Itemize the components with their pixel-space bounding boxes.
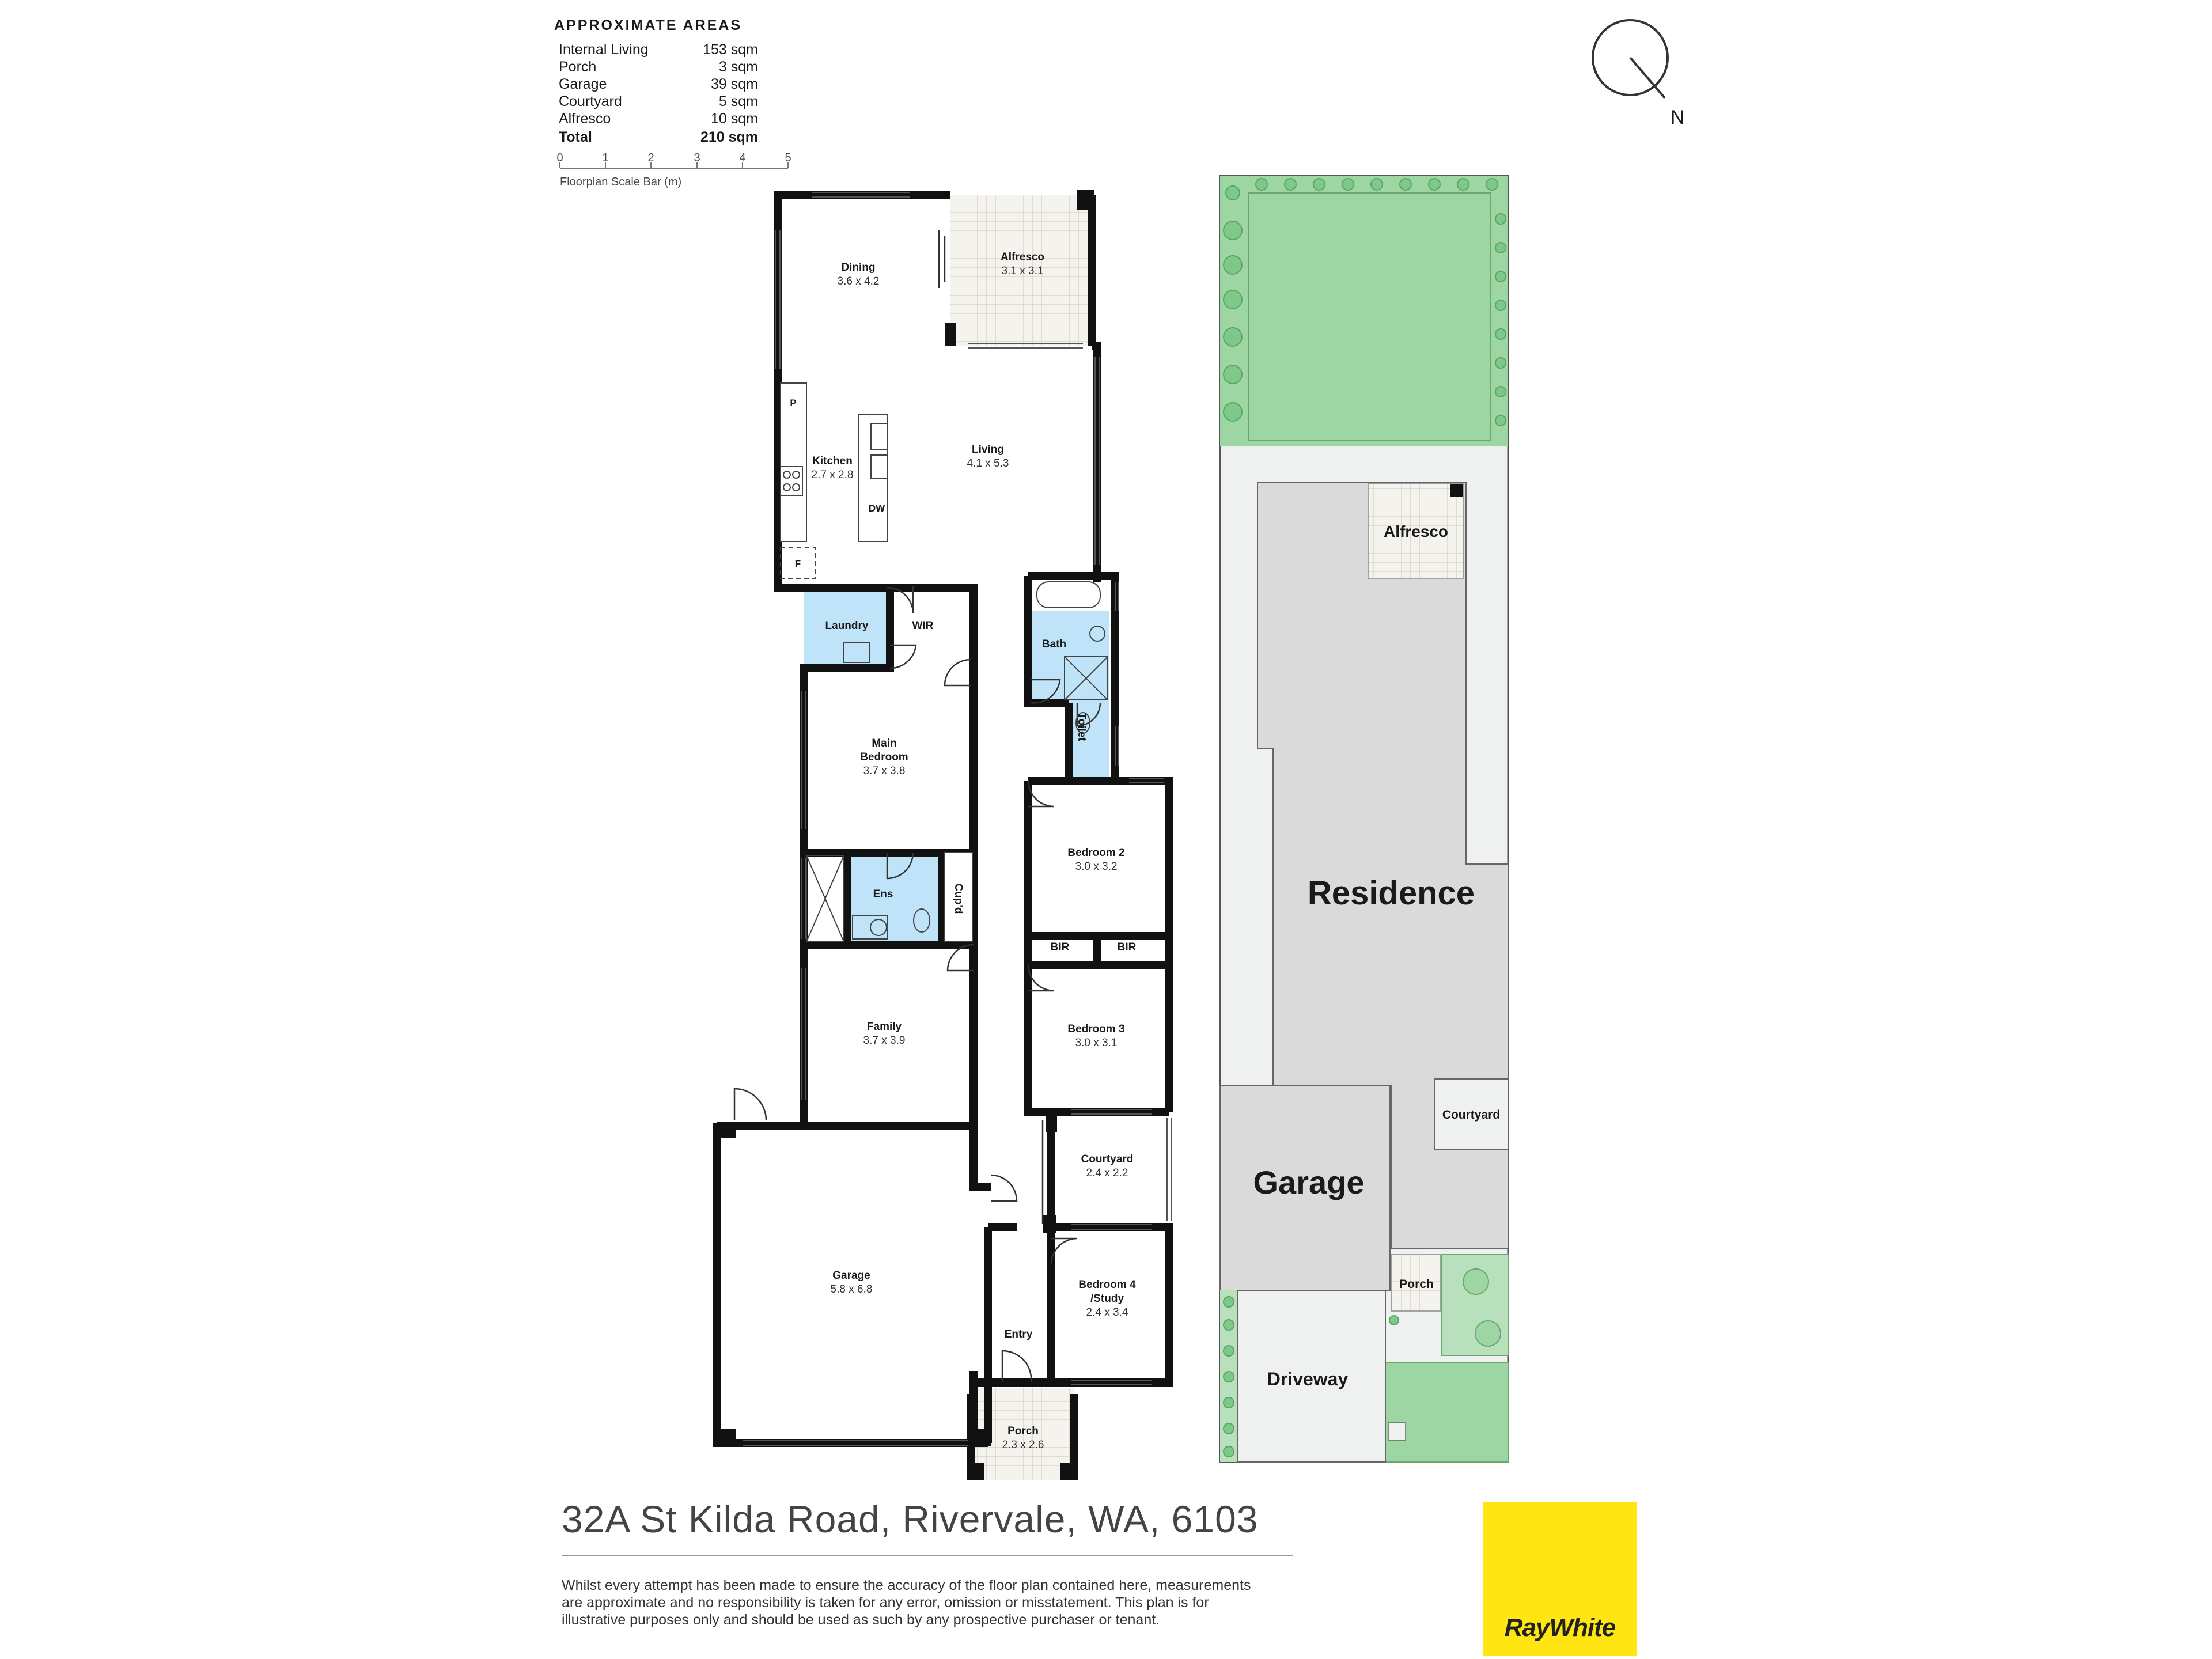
hedge-shrubs — [1223, 178, 1506, 426]
bir2-label: BIR — [1118, 941, 1137, 953]
bedroom4-label-line1: Bedroom 4 — [1078, 1279, 1136, 1291]
area-value-total: 210 sqm — [700, 129, 758, 145]
scale-tick: 3 — [694, 151, 700, 164]
approximate-areas-table: APPROXIMATE AREAS Internal Living 153 sq… — [554, 17, 758, 145]
site-alfresco-label: Alfresco — [1384, 522, 1448, 540]
family-dimensions: 3.7 x 3.9 — [863, 1035, 906, 1047]
site-garage — [1219, 1085, 1391, 1291]
laundry-label: Laundry — [825, 620, 869, 632]
alfresco-tiles — [950, 195, 1091, 346]
front-lawn — [1385, 1362, 1509, 1463]
bir1-label: BIR — [1051, 941, 1070, 953]
area-label-internal-living: Internal Living — [559, 41, 649, 58]
fridge-label: F — [795, 558, 801, 569]
disclaimer-line3: illustrative purposes only and should be… — [562, 1612, 1160, 1628]
dishwasher-label: DW — [869, 503, 885, 514]
site-garage-label: Garage — [1253, 1164, 1365, 1200]
site-residence-label: Residence — [1308, 874, 1475, 912]
area-label-total: Total — [559, 129, 592, 145]
bedroom2-label: Bedroom 2 — [1067, 847, 1124, 859]
garage-label: Garage — [832, 1270, 870, 1282]
wir-label: WIR — [912, 620, 934, 632]
main-bedroom-label-line2: Bedroom — [860, 751, 908, 763]
disclaimer-line2: are approximate and no responsibility is… — [562, 1594, 1209, 1611]
scale-tick: 4 — [739, 151, 745, 164]
toilet-label: Toilet — [1075, 713, 1088, 741]
bedroom4-dimensions: 2.4 x 3.4 — [1086, 1306, 1128, 1319]
courtyard-label: Courtyard — [1081, 1153, 1134, 1165]
area-label-courtyard: Courtyard — [559, 93, 622, 109]
bedroom3-dimensions: 3.0 x 3.1 — [1075, 1037, 1118, 1049]
dining-dimensions: 3.6 x 4.2 — [838, 275, 880, 287]
scale-tick: 1 — [602, 151, 608, 164]
dining-label: Dining — [841, 262, 875, 274]
entry-label: Entry — [1005, 1328, 1033, 1340]
site-plan: Alfresco Residence Courtyard Garage Porc… — [1219, 175, 1509, 1463]
site-driveway-label: Driveway — [1267, 1369, 1349, 1389]
pantry-label: P — [790, 397, 796, 408]
fixtures — [780, 382, 1108, 942]
main-bedroom-dimensions: 3.7 x 3.8 — [863, 765, 906, 777]
family-label: Family — [867, 1021, 902, 1033]
site-courtyard-label: Courtyard — [1442, 1108, 1500, 1122]
raywhite-logo: RayWhite — [1483, 1502, 1637, 1656]
living-dimensions: 4.1 x 5.3 — [967, 457, 1009, 469]
area-value-porch: 3 sqm — [719, 59, 758, 75]
ensuite-wet-area — [847, 853, 942, 945]
ensuite-label: Ens — [873, 888, 893, 900]
garage-dimensions: 5.8 x 6.8 — [831, 1283, 873, 1296]
scale-caption: Floorplan Scale Bar (m) — [560, 176, 681, 188]
area-label-alfresco: Alfresco — [559, 111, 611, 127]
site-driveway — [1237, 1290, 1386, 1463]
scale-tick: 2 — [647, 151, 654, 164]
kitchen-dimensions: 2.7 x 2.8 — [812, 469, 854, 481]
residence-footprint — [1257, 482, 1509, 1249]
main-bedroom-label-line1: Main — [872, 737, 896, 749]
disclaimer-line1: Whilst every attempt has been made to en… — [562, 1577, 1251, 1593]
scale-bar: 0 1 2 3 4 5 Floorplan Scale Bar (m) — [556, 151, 791, 188]
bedroom4-label-line2: /Study — [1090, 1293, 1124, 1305]
courtyard-dimensions: 2.4 x 2.2 — [1086, 1167, 1128, 1179]
kitchen-label: Kitchen — [812, 455, 853, 467]
bedroom2-dimensions: 3.0 x 3.2 — [1075, 861, 1118, 873]
north-compass-icon: N — [1592, 19, 1685, 128]
area-value-garage: 39 sqm — [711, 76, 758, 92]
area-label-porch: Porch — [559, 59, 596, 75]
compass-label: N — [1671, 107, 1685, 128]
site-alfresco-tiles — [1368, 483, 1464, 579]
area-value-courtyard: 5 sqm — [719, 93, 758, 109]
site-porch-label: Porch — [1399, 1278, 1434, 1291]
porch-label: Porch — [1007, 1425, 1039, 1437]
brand-yellow-panel — [1483, 1502, 1637, 1656]
scale-tick: 5 — [785, 151, 791, 164]
brand-name: RayWhite — [1505, 1613, 1616, 1642]
porch-dimensions: 2.3 x 2.6 — [1002, 1439, 1044, 1451]
laundry-wet-area — [804, 586, 890, 664]
scale-tick: 0 — [556, 151, 563, 164]
areas-title: APPROXIMATE AREAS — [554, 17, 742, 33]
bedroom3-label: Bedroom 3 — [1067, 1023, 1124, 1035]
cupboard-label: Cup'd — [952, 883, 964, 914]
property-address: 32A St Kilda Road, Rivervale, WA, 6103 — [562, 1498, 1259, 1540]
bath-label: Bath — [1042, 638, 1066, 650]
living-label: Living — [972, 444, 1004, 456]
area-label-garage: Garage — [559, 76, 607, 92]
alfresco-dimensions: 3.1 x 3.1 — [1002, 265, 1044, 277]
floor-plan: Dining 3.6 x 4.2 Alfresco 3.1 x 3.1 P Ki… — [713, 190, 1173, 1480]
site-porch-tiles — [1391, 1254, 1441, 1312]
site-courtyard — [1434, 1078, 1509, 1150]
alfresco-label: Alfresco — [1001, 251, 1044, 263]
area-value-alfresco: 10 sqm — [711, 111, 758, 127]
toilet-wet-area — [1069, 703, 1109, 781]
area-value-internal-living: 153 sqm — [703, 41, 758, 58]
